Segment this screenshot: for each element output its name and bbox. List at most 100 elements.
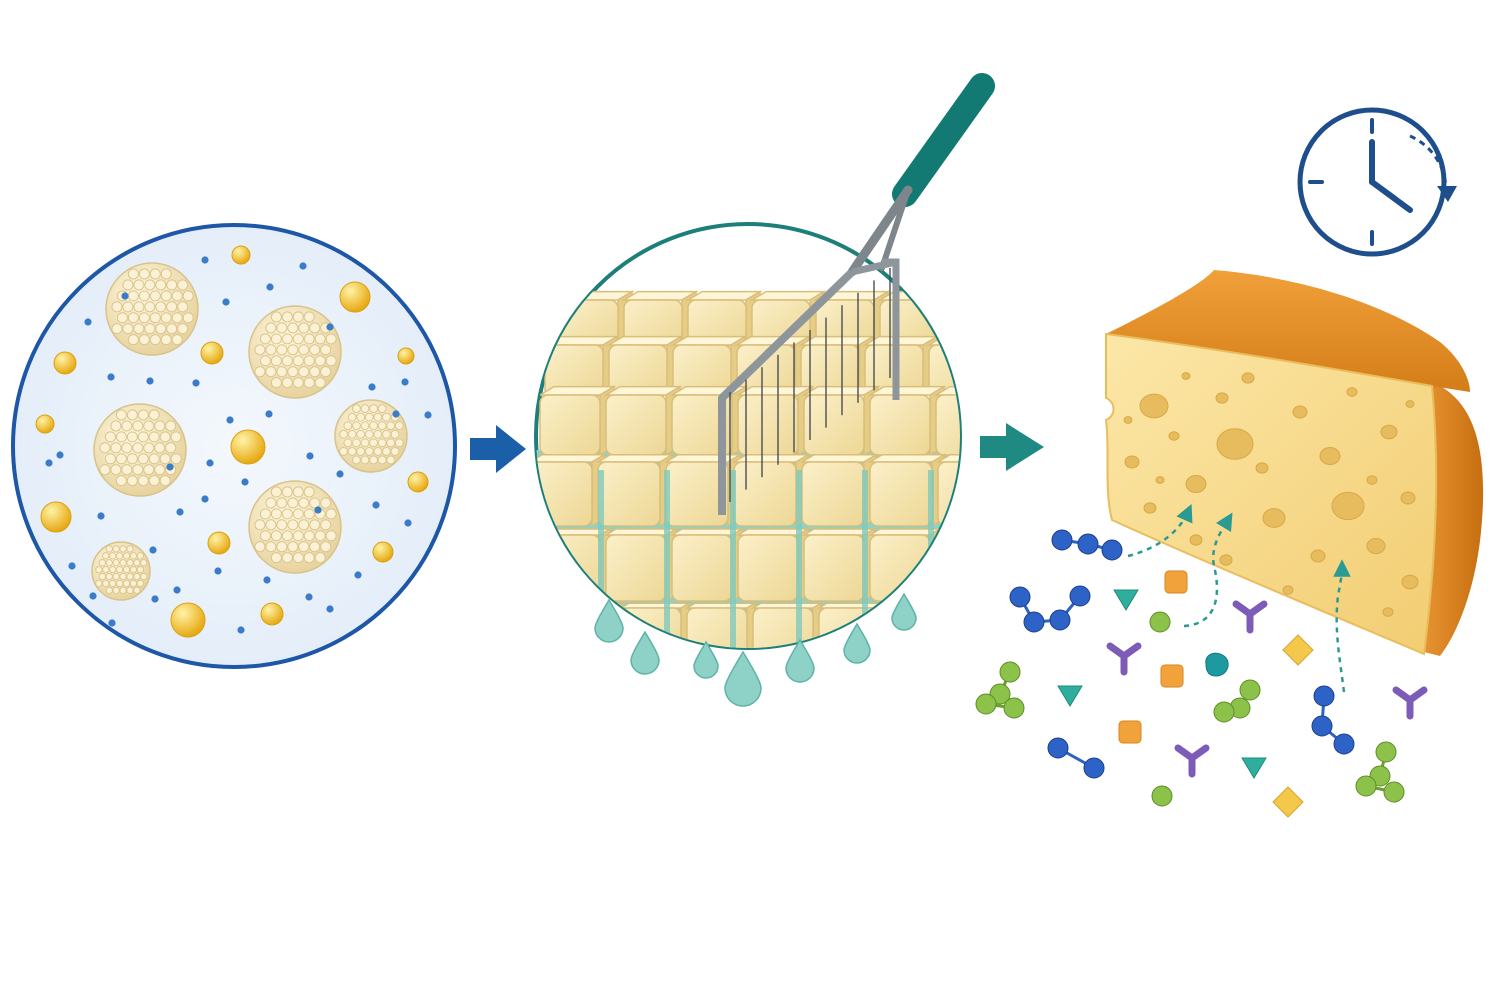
arrow-right-icon	[470, 425, 526, 473]
cheese-hole	[1262, 508, 1286, 528]
curd-cutting-icon	[534, 73, 1000, 707]
fat-globule-icon	[397, 347, 415, 365]
whey-protein-dot	[84, 318, 92, 326]
whey-protein-dot	[206, 459, 214, 467]
cheese-hole	[1215, 392, 1229, 404]
cheese-hole	[1401, 574, 1419, 590]
fat-globule-icon	[170, 602, 206, 638]
fat-globule-icon	[230, 429, 266, 465]
triangle-molecule-icon	[1241, 757, 1267, 779]
whey-protein-dot	[97, 512, 105, 520]
whey-protein-dot	[306, 452, 314, 460]
whey-protein-dot	[372, 501, 380, 509]
cheese-hole	[1319, 447, 1341, 465]
whey-protein-dot	[314, 506, 322, 514]
fat-globule-icon	[207, 531, 231, 555]
curd-cube-icon	[867, 385, 947, 457]
whey-protein-dot	[392, 410, 400, 418]
whey-protein-dot	[222, 298, 230, 306]
whey-protein-dot	[326, 605, 334, 613]
square-molecule-icon	[1164, 570, 1188, 594]
y-molecule-icon	[1174, 744, 1210, 778]
whey-protein-dot	[263, 576, 271, 584]
whey-protein-dot	[89, 592, 97, 600]
cheese-hole	[1168, 431, 1180, 441]
curd-cube-icon	[595, 453, 675, 528]
whey-protein-dot	[151, 595, 159, 603]
fat-globule-icon	[200, 341, 224, 365]
whey-protein-dot	[424, 411, 432, 419]
whey-protein-dot	[237, 626, 245, 634]
curd-cube-icon	[603, 385, 683, 457]
cheese-hole	[1189, 534, 1203, 546]
molecule-cluster-icon	[1213, 679, 1261, 723]
whey-protein-dot	[336, 470, 344, 478]
whey-protein-dot	[108, 619, 116, 627]
ring-molecule-icon	[1205, 652, 1229, 677]
cheese-hole	[1255, 462, 1269, 474]
curd-cube-icon	[933, 385, 960, 456]
fat-globule-icon	[53, 351, 77, 375]
whey-drop-icon	[724, 650, 762, 707]
whey-protein-dot	[45, 459, 53, 467]
whey-protein-dot	[265, 410, 273, 418]
whey-protein-dot	[326, 323, 334, 331]
y-molecule-icon	[1232, 600, 1268, 634]
casein-micelle-icon	[248, 305, 342, 399]
molecule-atom-icon	[1151, 785, 1173, 807]
cheese-hole	[1380, 424, 1398, 440]
cheese-hole	[1405, 400, 1415, 408]
curd-cube-icon	[734, 335, 812, 399]
whey-protein-dot	[121, 292, 129, 300]
whey-protein-dot	[107, 373, 115, 381]
cheese-hole	[1366, 475, 1378, 485]
whey-drop-icon	[843, 622, 871, 664]
aged-cheese-wedge-icon	[1104, 270, 1484, 656]
y-molecule-icon	[1392, 686, 1428, 720]
cheese-hole	[1155, 476, 1165, 484]
cheese-hole	[1185, 475, 1207, 493]
cheese-hole	[1282, 585, 1294, 595]
cheese-hole	[1123, 416, 1133, 424]
molecule-chain-icon	[1311, 685, 1355, 755]
whey-protein-dot	[354, 571, 362, 579]
whey-drop-icon	[630, 630, 660, 675]
molecule-chain-icon	[1047, 737, 1105, 779]
whey-drops	[594, 592, 917, 707]
whey-protein-dot	[241, 478, 249, 486]
curd-cube-icon	[735, 385, 815, 457]
whey-streak	[862, 470, 868, 648]
whey-drop-icon	[785, 638, 815, 683]
curd-cube-icon	[801, 385, 881, 457]
milk-micelles-icon	[11, 223, 457, 669]
knife-shaft	[847, 185, 913, 277]
molecule-chain-icon	[1051, 529, 1123, 561]
whey-protein-dot	[226, 416, 234, 424]
whey-protein-dot	[201, 495, 209, 503]
casein-micelle-icon	[93, 403, 187, 497]
whey-protein-dot	[266, 283, 274, 291]
triangle-molecule-icon	[1057, 685, 1083, 707]
cheese-hole	[1310, 549, 1326, 563]
whey-protein-dot	[368, 383, 376, 391]
fat-globule-icon	[407, 471, 429, 493]
fat-globule-icon	[231, 245, 251, 265]
fat-globule-icon	[40, 501, 72, 533]
fat-globule-icon	[260, 602, 284, 626]
curd-cube-icon	[663, 453, 743, 528]
whey-drop-icon	[891, 592, 917, 631]
whey-streak	[664, 470, 670, 648]
casein-micelle-icon	[105, 262, 199, 356]
cheese-hole	[1139, 393, 1169, 419]
fat-globule-icon	[35, 414, 55, 434]
fat-globule-icon	[339, 281, 371, 313]
curd-knife-icon	[718, 73, 995, 515]
whey-streak	[928, 470, 934, 648]
whey-protein-dot	[149, 546, 157, 554]
whey-protein-dot	[68, 562, 76, 570]
whey-streak	[994, 470, 1000, 670]
y-molecule-icon	[1106, 642, 1142, 676]
knife-frame	[718, 269, 855, 515]
casein-micelle-icon	[334, 399, 408, 473]
